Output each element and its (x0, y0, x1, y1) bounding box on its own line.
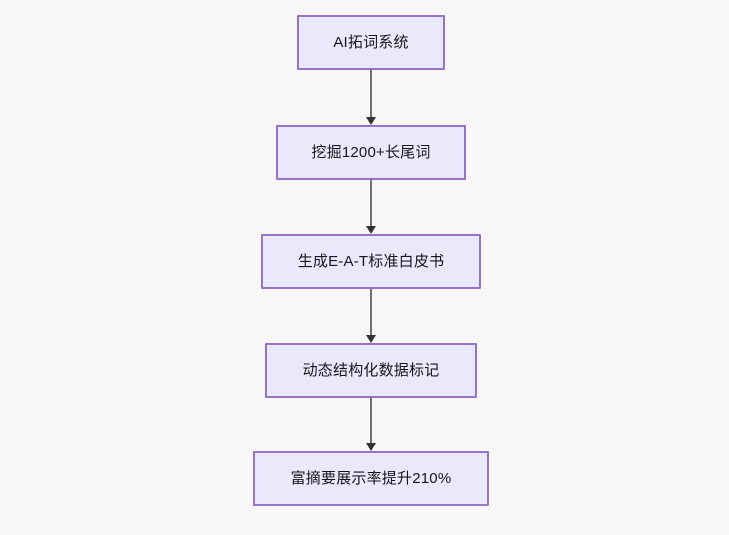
flow-node-label: 生成E-A-T标准白皮书 (261, 234, 481, 289)
flow-node-ai-keyword-system[interactable]: AI拓词系统 (297, 15, 445, 70)
flow-node-generate-eat-whitepaper[interactable]: 生成E-A-T标准白皮书 (261, 234, 481, 289)
flow-node-label: 富摘要展示率提升210% (253, 451, 489, 506)
arrow-down-icon (366, 443, 376, 451)
flow-connector-3 (370, 289, 372, 335)
flow-node-mine-longtail-keywords[interactable]: 挖掘1200+长尾词 (276, 125, 466, 180)
flow-connector-4 (370, 398, 372, 443)
flow-node-dynamic-structured-data-markup[interactable]: 动态结构化数据标记 (265, 343, 477, 398)
arrow-down-icon (366, 226, 376, 234)
flow-connector-2 (370, 180, 372, 226)
arrow-down-icon (366, 117, 376, 125)
flow-node-rich-snippet-rate-increase[interactable]: 富摘要展示率提升210% (253, 451, 489, 506)
flow-node-label: 挖掘1200+长尾词 (276, 125, 466, 180)
flow-node-label: AI拓词系统 (297, 15, 445, 70)
arrow-down-icon (366, 335, 376, 343)
flow-node-label: 动态结构化数据标记 (265, 343, 477, 398)
flow-connector-1 (370, 70, 372, 117)
